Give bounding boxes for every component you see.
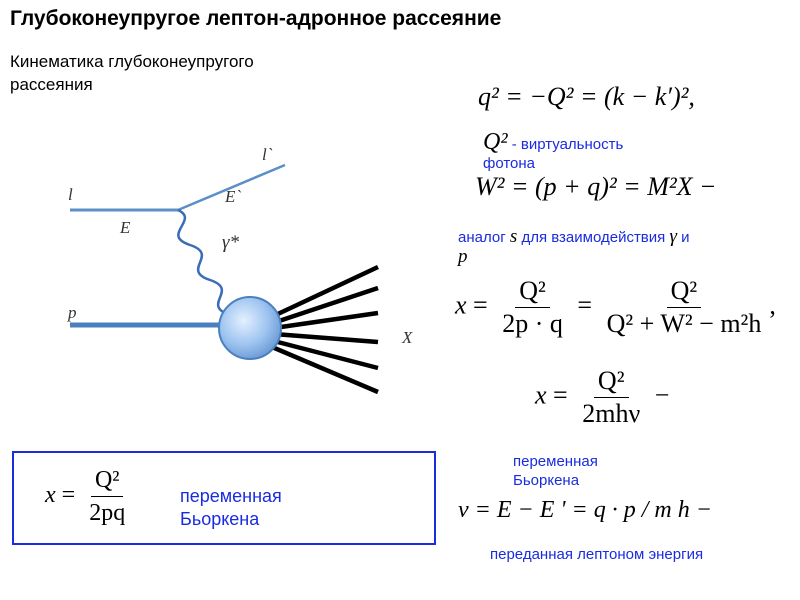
label-lepton-out: l` [262,145,273,164]
hadron-blob [218,296,282,360]
label-lepton-in: l [68,185,73,204]
q2-note: Q² - виртуальность фотона [483,129,624,172]
boxed-label: переменная Бьоркена [180,486,282,529]
label-virtual-photon: γ* [222,232,239,253]
equation-nu: ν = E − E ' = q · p / m h − [458,497,712,523]
w2-note: аналог s для взаимодействия γ и p [458,226,690,267]
outgoing-hadrons [264,264,379,395]
page-subtitle: Кинематика глубоконеупругого рассеяния [10,52,254,94]
label-final-state: X [402,328,413,347]
outgoing-lepton-line [177,163,286,212]
bjorken-note: переменная Бьоркена [513,453,598,489]
page-title: Глубоконеупругое лептон-адронное рассеян… [10,7,502,30]
label-proton: p [68,303,77,322]
label-energy-in: E [120,218,131,237]
bjorken-box [12,451,436,545]
feynman-diagram [70,163,379,395]
equation-q2: q² = −Q² = (k − k′)², [478,82,695,111]
nu-note: переданная лептоном энергия [490,546,704,563]
label-energy-out: E` [225,187,242,206]
equation-w2: W² = (p + q)² = M²X − [475,172,717,201]
